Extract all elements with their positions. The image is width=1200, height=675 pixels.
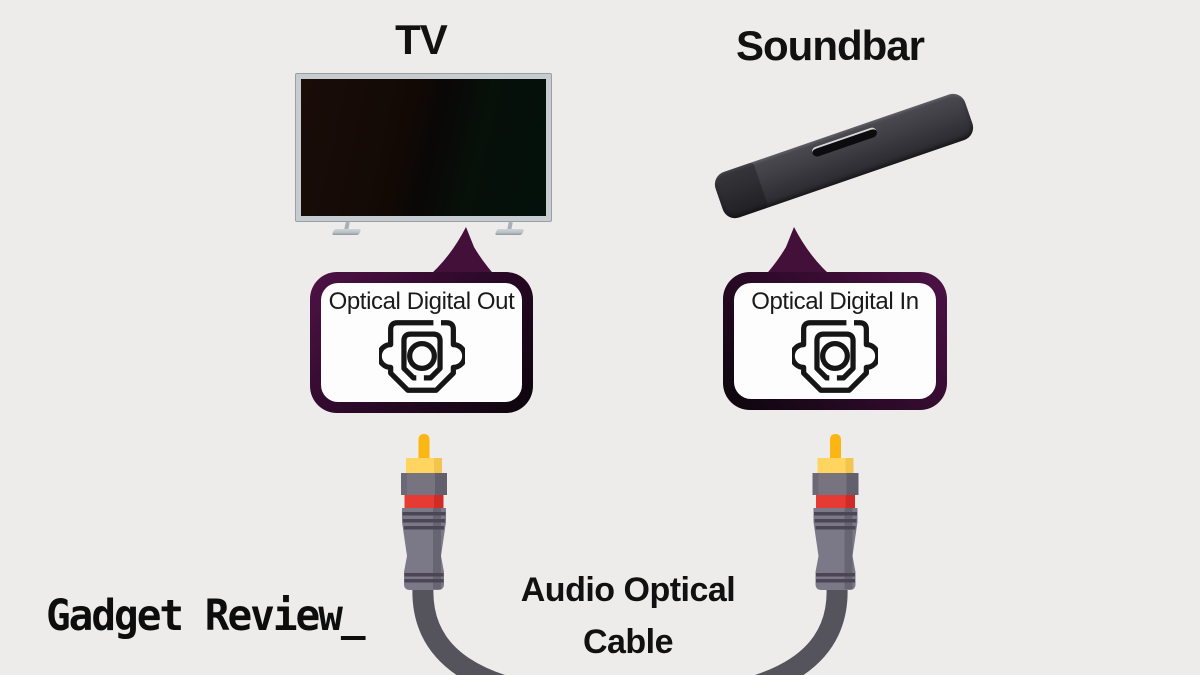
optical-plug-right xyxy=(812,434,859,590)
soundbar-port-callout: Optical Digital In xyxy=(723,272,947,410)
cable-caption-line2: Cable xyxy=(582,623,674,662)
brand-logo: Gadget Review_ xyxy=(46,590,366,641)
soundbar-title: Soundbar xyxy=(736,22,925,69)
cable-caption: Audio Optical Cable xyxy=(448,564,808,669)
tv-port-callout: Optical Digital Out xyxy=(310,272,533,413)
bubble-tail-tv xyxy=(424,227,499,280)
soundbar-port-callout-body: Optical Digital In xyxy=(734,283,936,399)
toslink-port-icon xyxy=(792,320,878,393)
bubble-tail-soundbar xyxy=(761,227,836,280)
tv-screen xyxy=(301,79,546,216)
tv-illustration xyxy=(295,73,552,222)
toslink-port-icon xyxy=(378,320,465,393)
cable-caption-line1: Audio Optical xyxy=(520,571,736,609)
optical-plug-left xyxy=(401,434,447,590)
soundbar-port-label: Optical Digital In xyxy=(751,288,919,315)
tv-port-callout-body: Optical Digital Out xyxy=(321,283,522,402)
optical-cable-cord xyxy=(412,573,848,675)
tv-port-label: Optical Digital Out xyxy=(328,288,515,315)
tv-title: TV xyxy=(395,16,448,63)
